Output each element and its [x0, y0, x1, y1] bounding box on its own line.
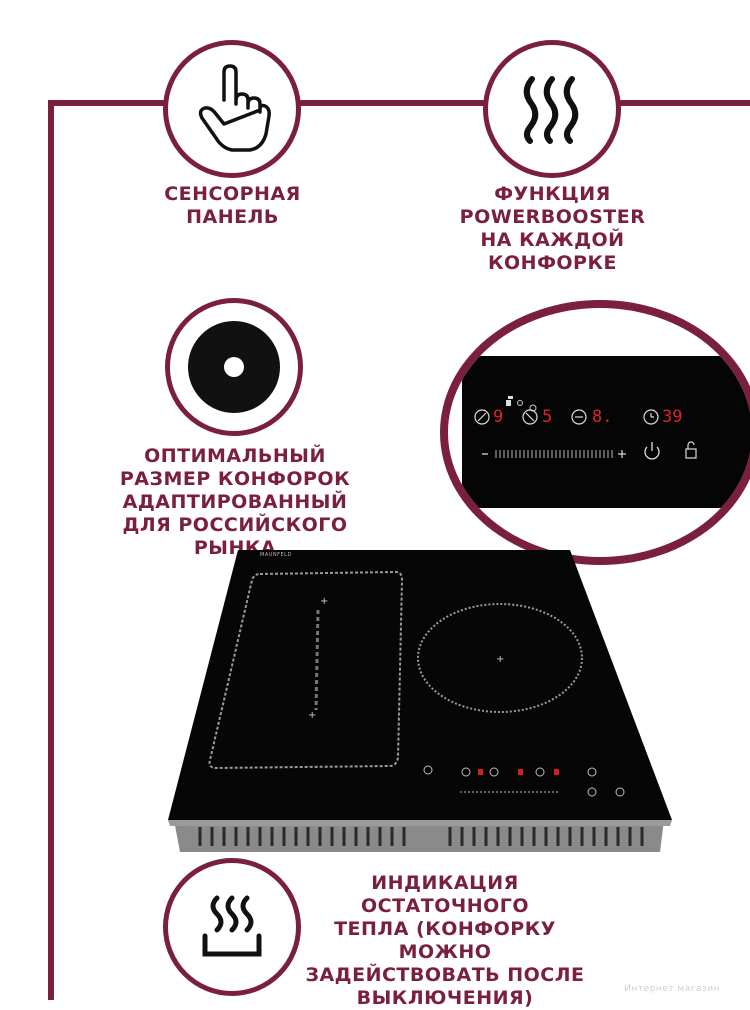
power-icon — [644, 442, 660, 460]
clock-icon — [643, 409, 659, 425]
induction-hob-image: + + + MAUNFELD — [160, 540, 690, 860]
control-panel-graphics — [474, 396, 697, 460]
control-panel-glass: 9 5 8. 39 — [462, 356, 750, 508]
touch-panel-caption: СЕНСОРНАЯ ПАНЕЛЬ — [164, 183, 301, 228]
lock-icon — [685, 441, 697, 459]
watermark: Интернет магазин — [624, 984, 720, 994]
touch-panel-circle — [163, 40, 301, 178]
residual-heat-caption: ИНДИКАЦИЯ ОСТАТОЧНОГО ТЕПЛА (КОНФОРКУ МО… — [305, 872, 585, 1009]
heat-waves-icon — [523, 76, 579, 144]
svg-text:+: + — [308, 710, 316, 721]
timer-minus-icon — [571, 409, 587, 425]
powerbooster-caption: ФУНКЦИЯ POWERBOOSTER НА КАЖДОЙ КОНФОРКЕ — [459, 183, 646, 274]
residual-heat-circle — [163, 858, 301, 996]
burner-size-caption: ОПТИМАЛЬНЫЙ РАЗМЕР КОНФОРОК АДАПТИРОВАНН… — [119, 445, 351, 559]
zone1-select-icon — [474, 409, 490, 425]
svg-text:+: + — [320, 596, 328, 607]
clock-display: 39 — [662, 407, 683, 427]
svg-text:+: + — [496, 654, 504, 665]
power-slider — [495, 450, 613, 458]
burner-size-circle — [165, 298, 303, 436]
burner-disc-icon — [188, 321, 280, 413]
zone2-select-icon — [522, 409, 538, 425]
timer-zone-display: 8. — [592, 407, 613, 427]
powerbooster-circle — [483, 40, 621, 178]
touch-hand-icon — [198, 64, 271, 152]
residual-heat-icon — [202, 895, 262, 957]
hob-brand-label: MAUNFELD — [260, 552, 292, 558]
zone2-level-display: 5 — [542, 407, 553, 427]
frame-line-top — [48, 100, 750, 106]
zone1-level-display: 9 — [493, 407, 504, 427]
control-panel-zoom: 9 5 8. 39 — [440, 300, 750, 565]
frame-line-left — [48, 100, 54, 1000]
